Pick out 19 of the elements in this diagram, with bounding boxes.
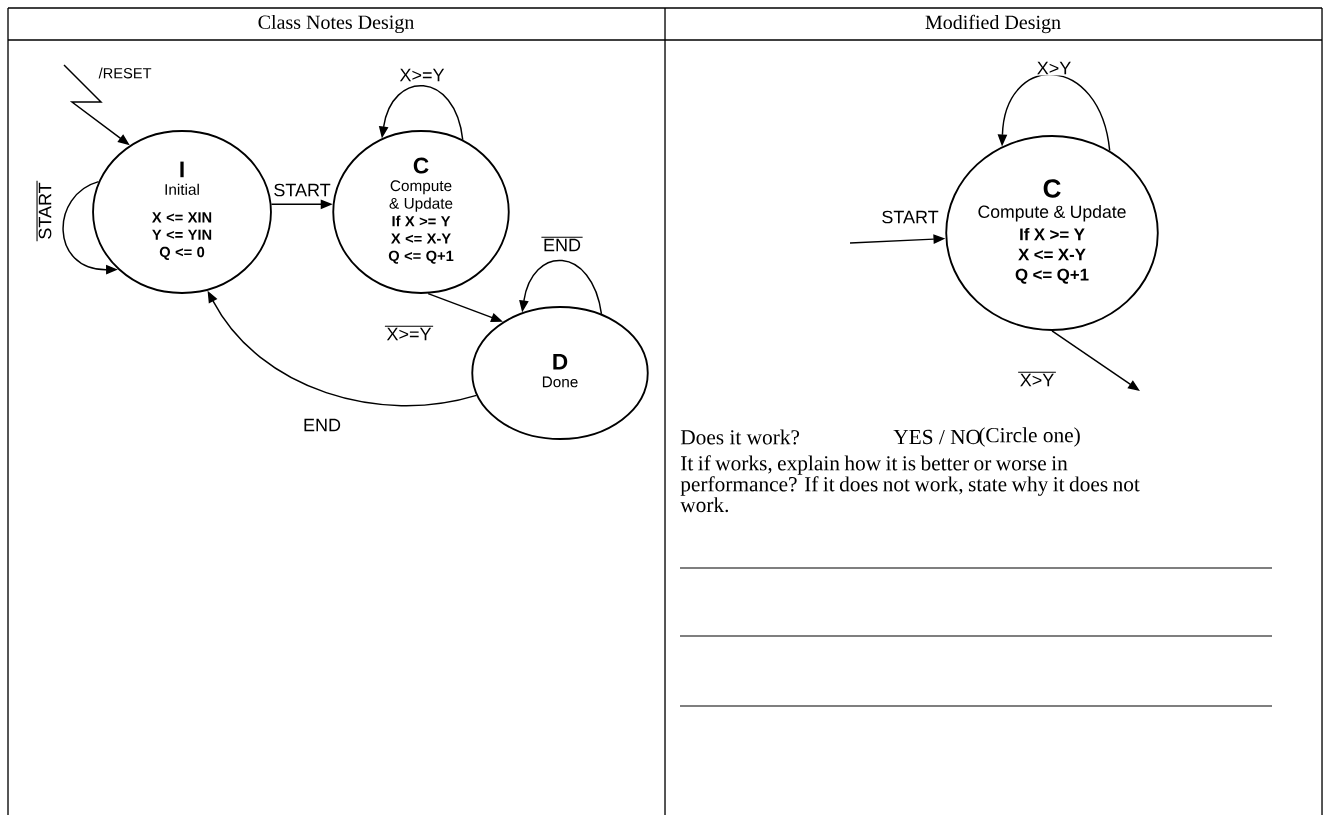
edge-label: X>Y [1035,60,1073,76]
edge-label: X>=Y [398,67,446,83]
instruction-text: (Circle one) [979,427,1080,447]
edge-label: START [880,209,940,225]
edge-label: X>=Y [384,325,434,342]
arrow [1051,330,1140,391]
column-heading: Modified Design [925,14,1061,34]
edge-label: START [36,180,53,242]
column-heading: Class Notes Design [258,14,415,34]
arrow [997,73,1111,152]
question-text: It if works, explain how it is better or worse in performance? If it does not work, state why it does not work. [680,455,1140,513]
edge-label: END [540,236,584,253]
answer-choice: YES / NO [893,429,981,445]
question-text: Does it work? [680,429,800,445]
edge-label: START [272,182,332,198]
edge-label: /RESET [97,66,153,80]
arrow [519,259,603,315]
edge-label: END [301,417,343,433]
edge-label: X>Y [1017,371,1057,388]
